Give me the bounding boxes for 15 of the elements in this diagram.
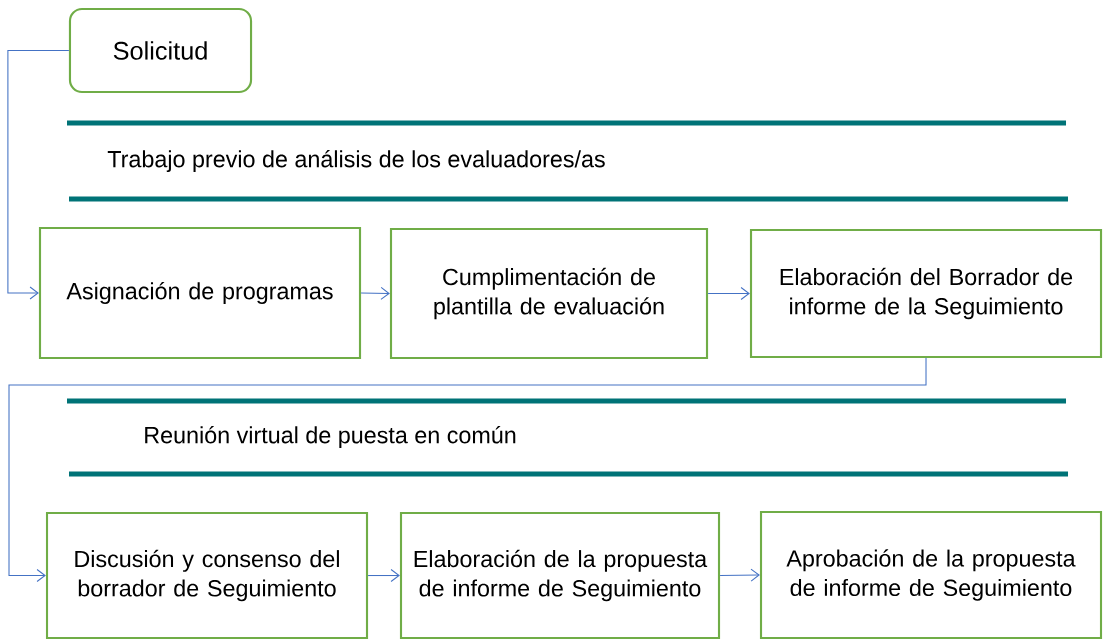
arrow: [719, 568, 760, 582]
arrow: [360, 286, 390, 300]
section-heading: Reunión virtual de puesta en común: [145, 426, 516, 449]
arrow: [707, 286, 750, 301]
section-heading: Trabajo previo de análisis de los evaluadores/as: [107, 150, 605, 172]
process-box: Discusión y consenso del borrador de Seguimiento: [45, 511, 369, 639]
process-box: Elaboración de la propuesta de informe de Seguimiento: [399, 511, 721, 639]
arrow: [7, 49, 70, 300]
arrow: [367, 568, 400, 583]
start-box: Solicitud: [68, 7, 253, 94]
process-box: Elaboración del Borrador de informe de la Seguimiento: [749, 228, 1103, 359]
arrow: [8, 357, 927, 583]
process-box: Asignación de programas: [38, 226, 362, 360]
process-box: Cumplimentación de plantilla de evaluación: [389, 227, 709, 360]
process-box: Aprobación de la propuesta de informe de Seguimiento: [759, 510, 1103, 639]
